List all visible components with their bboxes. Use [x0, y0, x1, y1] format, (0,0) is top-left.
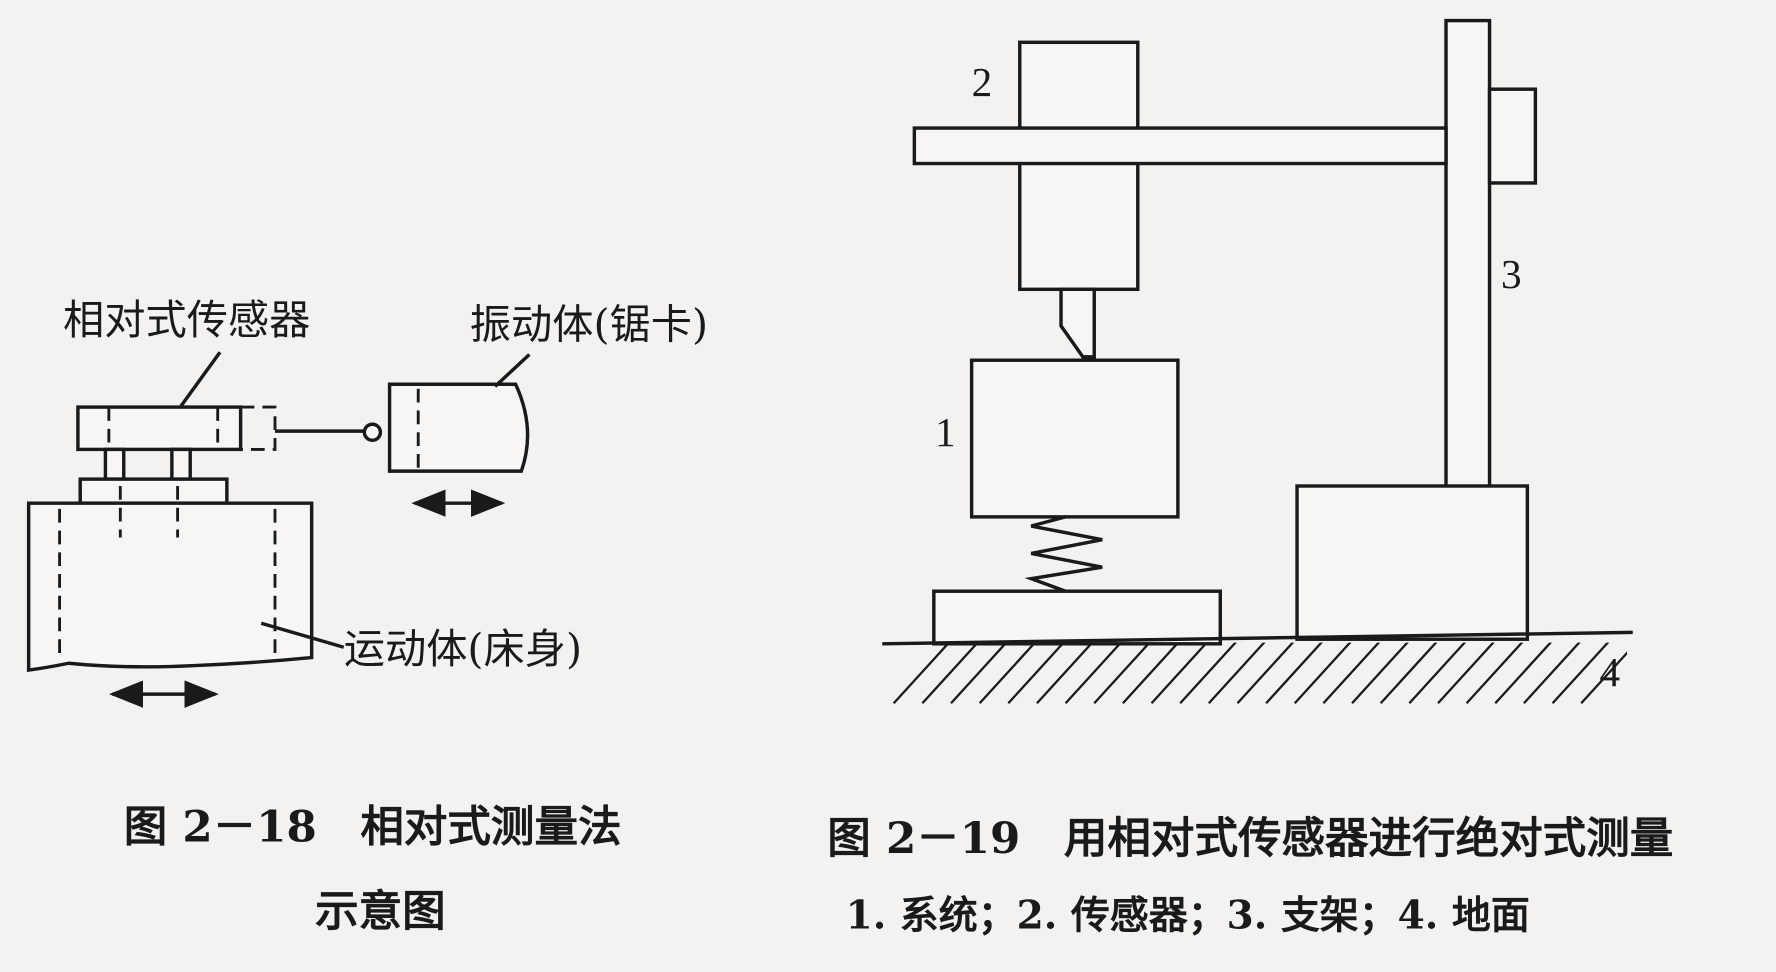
- spring-icon: [1024, 515, 1103, 593]
- probe-tip: [362, 422, 383, 442]
- moving-leader-line: [260, 621, 345, 649]
- clamp: [1487, 87, 1538, 185]
- ground-hatching: [892, 642, 1628, 705]
- base-plate: [932, 589, 1223, 646]
- mass-system: [969, 358, 1180, 519]
- vibrating-leader-line: [493, 353, 531, 388]
- figure-caption: 图 2－18 相对式测量法: [124, 802, 622, 853]
- sensor-dashed-end: [239, 405, 277, 451]
- moving-body: [26, 501, 314, 673]
- ground-line: [882, 630, 1633, 646]
- base-plate: [78, 477, 229, 505]
- stand-base: [1295, 484, 1530, 641]
- stand-post: [1444, 18, 1492, 489]
- support-column: [103, 447, 126, 481]
- sensor-body: [1018, 40, 1140, 292]
- vibrating-body: [387, 382, 530, 473]
- part-label-1: 1: [935, 409, 956, 455]
- figure-caption-line2: 示意图: [315, 886, 446, 937]
- sensor-label: 相对式传感器: [63, 296, 310, 344]
- relative-sensor-body: [76, 405, 243, 452]
- figure-2-19: 2 1 3 4 图 2－19 用相对式传感器进行绝对式测量 1. 系统；2. 传…: [827, 18, 1673, 939]
- figure-2-18: 相对式传感器 振动体(锯卡) 运动体(床身) 图 2－18 相对式测量法 示意图: [26, 296, 708, 937]
- figure-legend: 1. 系统；2. 传感器；3. 支架；4. 地面: [846, 893, 1530, 939]
- support-column: [170, 447, 192, 481]
- sensor-probe: [1059, 287, 1096, 359]
- horizontal-arm: [912, 126, 1448, 166]
- part-label-3: 3: [1501, 251, 1522, 297]
- part-label-2: 2: [972, 59, 993, 105]
- figure-caption: 图 2－19 用相对式传感器进行绝对式测量: [827, 813, 1673, 864]
- part-label-4: 4: [1600, 649, 1621, 695]
- vibrating-body-label: 振动体(锯卡): [470, 301, 708, 349]
- moving-body-label: 运动体(床身): [344, 625, 582, 673]
- sensor-leader-line: [179, 351, 222, 407]
